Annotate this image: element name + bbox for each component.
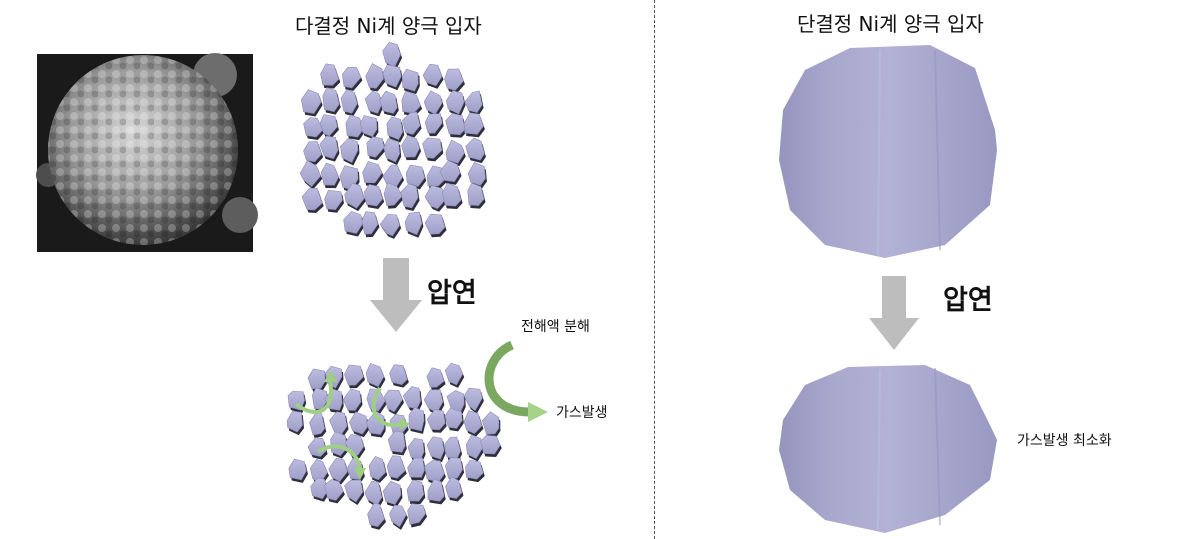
cracked-polycrystal-particle [286,362,502,530]
press-arrow-right [869,276,919,350]
section-divider [654,0,655,539]
press-arrow-left [370,258,422,332]
polycrystal-particle [299,42,487,239]
left-title: 다결정 Ni계 양극 입자 [295,14,482,38]
single-crystal-particle [779,45,997,258]
right-title: 단결정 Ni계 양극 입자 [797,12,984,36]
sem-image [36,53,258,252]
gas-arrows-internal [294,370,410,480]
annotation-gas-minimized: 가스발생 최소화 [1017,433,1112,449]
single-crystal-particle-pressed [779,365,997,533]
annotation-gas-generation: 가스발생 [556,405,608,421]
right-press-label: 압연 [943,285,993,316]
gas-evolution-arrow-large [484,340,548,422]
annotation-electrolyte-decomposition: 전해액 분해 [521,319,590,335]
left-press-label: 압연 [427,278,477,309]
